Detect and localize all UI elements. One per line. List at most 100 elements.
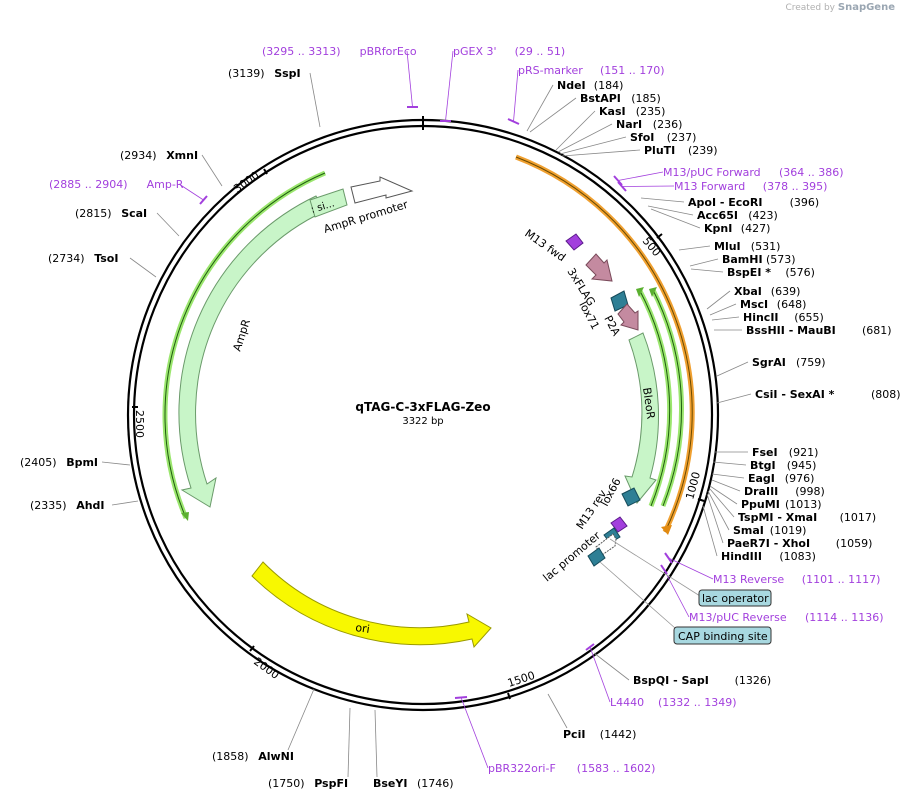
orange-feature-arc-core: [515, 156, 693, 533]
site-position: (681): [862, 324, 892, 337]
primer-range: (1583 .. 1602): [577, 762, 656, 775]
lox66-feature: [621, 487, 641, 507]
site-connector: [709, 303, 737, 316]
site-position: (1019): [770, 524, 807, 537]
site-connector: [689, 258, 719, 267]
site-position: (239): [688, 144, 718, 157]
site-name: AhdI: [76, 499, 104, 512]
bleor-arrow: [624, 332, 660, 504]
p2a-feature: [617, 303, 639, 331]
primer-range: (364 .. 386): [779, 166, 844, 179]
site-position: (976): [785, 472, 815, 485]
green-arc-2-head: [649, 287, 657, 297]
primer-connector: [668, 557, 714, 580]
restriction-site: BspQI - SapI(1326): [593, 652, 772, 687]
site-connector: [593, 652, 630, 681]
site-name: KasI: [599, 105, 626, 118]
site-position: (1858): [212, 750, 249, 763]
cap-site-feature: [587, 547, 606, 567]
site-name: SmaI: [733, 524, 764, 537]
primer-site: M13/pUC Forward(364 .. 386): [613, 166, 844, 186]
site-position: (1442): [600, 728, 637, 741]
site-connector: [678, 245, 711, 251]
site-connector: [702, 505, 718, 557]
restriction-site: (2934)XmnI: [120, 149, 223, 187]
restriction-site: HindIII(1083): [702, 505, 816, 563]
site-name: TspMI - XmaI: [738, 511, 817, 524]
site-connector: [690, 268, 724, 273]
site-connector: [526, 84, 554, 132]
restriction-site: PaeR7I - XhoI(1059): [706, 493, 872, 550]
site-position: (648): [777, 298, 807, 311]
site-name: PciI: [563, 728, 585, 741]
primer-site: M13 Reverse(1101 .. 1117): [664, 552, 880, 586]
tick-2500: 2500: [132, 406, 146, 438]
site-position: (1326): [735, 674, 772, 687]
plasmid-name: qTAG-C-3xFLAG-Zeo: [355, 400, 490, 414]
lac-operator-box: lac operator: [609, 538, 772, 607]
site-name: CsiI - SexAI *: [755, 388, 835, 401]
plasmid-length: 3322 bp: [402, 416, 443, 427]
site-name: PaeR7I - XhoI: [727, 537, 810, 550]
left-green-arc-head: [181, 512, 189, 521]
restriction-site: (2405)BpmI: [20, 456, 131, 469]
primer-name: M13/pUC Reverse: [689, 611, 787, 624]
site-connector: [559, 136, 627, 155]
ampr-signal-feature: [309, 188, 348, 218]
primer-name: Amp-R: [147, 178, 184, 191]
primer-site: (2885 .. 2904)Amp-R: [49, 178, 208, 205]
restriction-site: HincII(655): [711, 311, 824, 324]
restriction-site: BseYI(1746): [373, 709, 454, 790]
site-position: (1013): [785, 498, 822, 511]
m13-fwd-label: M13 fwd: [522, 227, 568, 264]
site-connector: [707, 490, 730, 531]
restriction-site: BstAPI(185): [529, 92, 661, 133]
primer-connector: [617, 171, 664, 181]
primer-name: pBRforEco: [360, 45, 417, 58]
site-name: BssHII - MauBI: [746, 324, 836, 337]
svg-text:3000: 3000: [231, 169, 261, 196]
site-name: XbaI: [734, 285, 762, 298]
ampr-promoter-arrow: [350, 176, 414, 204]
primer-connector: [513, 69, 519, 122]
site-position: (2934): [120, 149, 157, 162]
site-position: (2405): [20, 456, 57, 469]
restriction-site: BtgI(945): [712, 459, 817, 472]
green-arc-1-core: [639, 290, 671, 507]
restriction-site: MscI (648): [709, 298, 807, 316]
site-connector: [309, 72, 321, 128]
primer-name: M13 Reverse: [713, 573, 784, 586]
primer-site: M13/pUC Reverse(1114 .. 1136): [660, 564, 884, 624]
restriction-site: SmaI (1019): [707, 490, 807, 537]
site-position: (531): [751, 240, 781, 253]
flag-feature: [585, 253, 613, 282]
site-position: (1750): [268, 777, 305, 790]
site-position: (236): [653, 118, 683, 131]
site-name: MscI: [740, 298, 768, 311]
site-position: (1746): [417, 777, 454, 790]
primer-site: pRS-marker(151 .. 170): [507, 64, 665, 125]
restriction-site: SgrAI(759): [716, 356, 826, 377]
site-name: BspEI *: [727, 266, 771, 279]
primer-connector: [621, 185, 675, 187]
site-connector: [706, 493, 724, 544]
site-connector: [156, 212, 180, 237]
site-position: (2734): [48, 252, 85, 265]
site-connector: [561, 149, 641, 157]
primer-connector: [460, 697, 489, 769]
site-connector: [706, 290, 731, 310]
restriction-site: BssHII - MauBI (681): [714, 324, 892, 337]
bleor-label: BleoR: [640, 387, 657, 421]
restriction-site: SfoI(237): [559, 131, 696, 155]
restriction-site: XbaI(639): [706, 285, 800, 310]
site-name: Acc65I: [697, 209, 738, 222]
primer-site: pGEX 3'(29 .. 51): [440, 45, 565, 122]
site-connector: [711, 316, 740, 321]
site-position: (945): [787, 459, 817, 472]
orange-feature-arc: [515, 154, 695, 534]
site-position: (1083): [779, 550, 816, 563]
site-name: NarI: [616, 118, 642, 131]
site-connector: [712, 461, 747, 466]
